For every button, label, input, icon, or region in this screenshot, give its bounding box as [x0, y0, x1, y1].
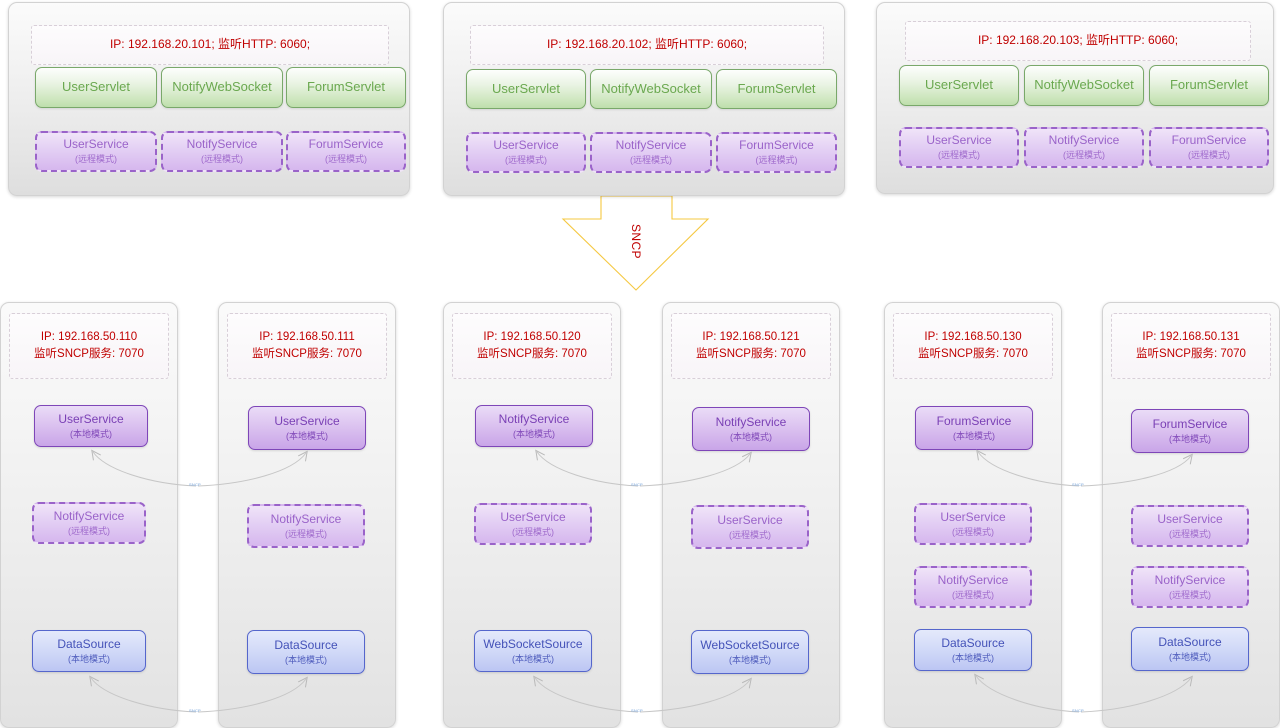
service-node-panel[interactable]: IP: 192.168.50.121 监听SNCP服务: 7070 Notify… [662, 302, 840, 728]
component-forumservlet[interactable]: ForumServlet [716, 69, 837, 109]
component-forumservice-remote[interactable]: ForumService(远程模式) [1149, 127, 1269, 168]
sncp-arrow-label: SNCP [629, 224, 643, 259]
service-node-panel[interactable]: IP: 192.168.50.110 监听SNCP服务: 7070 UserSe… [0, 302, 178, 728]
node-header: IP: 192.168.50.131 监听SNCP服务: 7070 [1111, 313, 1271, 379]
sncp-link-label: SNCP [189, 482, 201, 487]
sncp-link-label: SNCP [631, 482, 643, 487]
component-notifyservice-local[interactable]: NotifyService(本地模式) [475, 405, 593, 447]
component-userservice-remote[interactable]: UserService(远程模式) [35, 131, 157, 172]
component-notifywebsocket[interactable]: NotifyWebSocket [590, 69, 712, 109]
service-node-panel[interactable]: IP: 192.168.50.131 监听SNCP服务: 7070 ForumS… [1102, 302, 1280, 728]
node-header: IP: 192.168.50.121 监听SNCP服务: 7070 [671, 313, 831, 379]
component-userservice-remote[interactable]: UserService(远程模式) [691, 505, 809, 549]
component-userservice-local[interactable]: UserService(本地模式) [248, 406, 366, 450]
component-userservlet[interactable]: UserServlet [899, 65, 1019, 106]
component-forumservlet[interactable]: ForumServlet [286, 67, 406, 108]
component-notifywebsocket[interactable]: NotifyWebSocket [1024, 65, 1144, 106]
node-header: IP: 192.168.20.101; 监听HTTP: 6060; [31, 25, 389, 65]
component-datasource-local[interactable]: DataSource(本地模式) [914, 629, 1032, 671]
component-userservice-remote[interactable]: UserService(远程模式) [474, 503, 592, 545]
web-node-panel[interactable]: IP: 192.168.20.102; 监听HTTP: 6060; UserSe… [443, 2, 845, 196]
component-notifyservice-remote[interactable]: NotifyService(远程模式) [32, 502, 146, 544]
component-websocketsource-local[interactable]: WebSocketSource(本地模式) [691, 630, 809, 674]
service-node-panel[interactable]: IP: 192.168.50.111 监听SNCP服务: 7070 UserSe… [218, 302, 396, 728]
node-header: IP: 192.168.50.110 监听SNCP服务: 7070 [9, 313, 169, 379]
component-notifyservice-remote[interactable]: NotifyService(远程模式) [590, 132, 712, 173]
component-userservlet[interactable]: UserServlet [466, 69, 586, 109]
node-header: IP: 192.168.50.130 监听SNCP服务: 7070 [893, 313, 1053, 379]
component-forumservice-local[interactable]: ForumService(本地模式) [1131, 409, 1249, 453]
node-header: IP: 192.168.50.120 监听SNCP服务: 7070 [452, 313, 612, 379]
component-userservice-local[interactable]: UserService(本地模式) [34, 405, 148, 447]
component-userservlet[interactable]: UserServlet [35, 67, 157, 108]
web-node-panel[interactable]: IP: 192.168.20.103; 监听HTTP: 6060; UserSe… [876, 2, 1274, 194]
sncp-link-label: SNCP [1072, 482, 1084, 487]
component-notifyservice-local[interactable]: NotifyService(本地模式) [692, 407, 810, 451]
component-notifyservice-remote[interactable]: NotifyService(远程模式) [247, 504, 365, 548]
component-userservice-remote[interactable]: UserService(远程模式) [914, 503, 1032, 545]
component-userservice-remote[interactable]: UserService(远程模式) [899, 127, 1019, 168]
component-notifyservice-remote[interactable]: NotifyService(远程模式) [1131, 566, 1249, 608]
component-forumservice-remote[interactable]: ForumService(远程模式) [286, 131, 406, 172]
component-notifyservice-remote[interactable]: NotifyService(远程模式) [161, 131, 283, 172]
service-node-panel[interactable]: IP: 192.168.50.130 监听SNCP服务: 7070 ForumS… [884, 302, 1062, 728]
sncp-link-label: SNCP [631, 708, 643, 713]
component-datasource-local[interactable]: DataSource(本地模式) [32, 630, 146, 672]
component-notifyservice-remote[interactable]: NotifyService(远程模式) [1024, 127, 1144, 168]
component-notifyservice-remote[interactable]: NotifyService(远程模式) [914, 566, 1032, 608]
component-userservice-remote[interactable]: UserService(远程模式) [1131, 505, 1249, 547]
component-forumservice-remote[interactable]: ForumService(远程模式) [716, 132, 837, 173]
component-forumservice-local[interactable]: ForumService(本地模式) [915, 406, 1033, 450]
component-websocketsource-local[interactable]: WebSocketSource(本地模式) [474, 630, 592, 672]
web-node-panel[interactable]: IP: 192.168.20.101; 监听HTTP: 6060; UserSe… [8, 2, 410, 196]
component-datasource-local[interactable]: DataSource(本地模式) [247, 630, 365, 674]
component-userservice-remote[interactable]: UserService(远程模式) [466, 132, 586, 173]
node-header: IP: 192.168.20.102; 监听HTTP: 6060; [470, 25, 824, 65]
component-datasource-local[interactable]: DataSource(本地模式) [1131, 627, 1249, 671]
component-forumservlet[interactable]: ForumServlet [1149, 65, 1269, 106]
node-header: IP: 192.168.50.111 监听SNCP服务: 7070 [227, 313, 387, 379]
component-notifywebsocket[interactable]: NotifyWebSocket [161, 67, 283, 108]
sncp-link-label: SNCP [189, 708, 201, 713]
service-node-panel[interactable]: IP: 192.168.50.120 监听SNCP服务: 7070 Notify… [443, 302, 621, 728]
node-header: IP: 192.168.20.103; 监听HTTP: 6060; [905, 21, 1251, 61]
sncp-link-label: SNCP [1072, 708, 1084, 713]
